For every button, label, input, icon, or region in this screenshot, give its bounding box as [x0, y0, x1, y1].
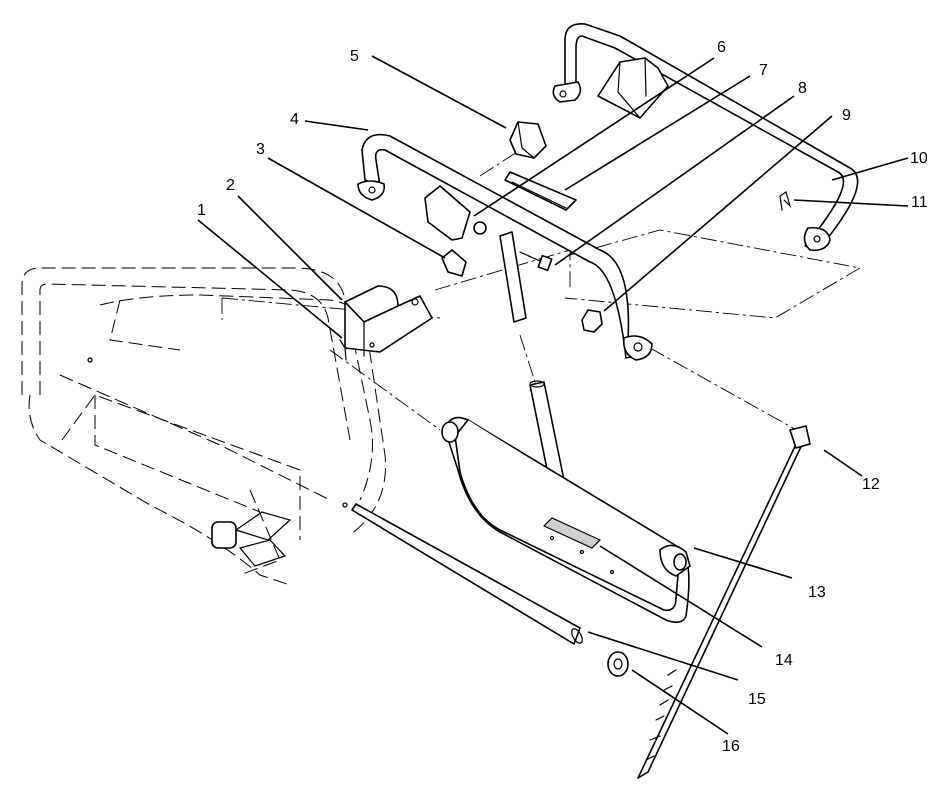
- callout-1: 1: [197, 202, 206, 219]
- callout-5: 5: [350, 48, 359, 65]
- part-11-hairpin: [779, 191, 792, 211]
- part-15-rod: [351, 503, 583, 645]
- nut-6: [473, 221, 487, 235]
- part-7-sleeve: [504, 171, 577, 211]
- part-8-bolt: [519, 251, 553, 272]
- callout-9: 9: [842, 107, 851, 124]
- part-13-frame: [441, 416, 691, 624]
- part-14-bar: [542, 517, 602, 549]
- upper-handle: [552, 23, 859, 252]
- part-6-plate: [424, 185, 471, 241]
- callout-2: 2: [226, 177, 235, 194]
- callout-16: 16: [722, 738, 740, 755]
- callout-7: 7: [759, 62, 768, 79]
- part-1-pin: [339, 339, 347, 361]
- callout-11: 11: [911, 194, 928, 211]
- leader-lines: [197, 55, 909, 735]
- callout-3: 3: [256, 141, 265, 158]
- phantom-mower-frame: [21, 267, 387, 586]
- part-9-nut: [581, 309, 603, 333]
- callout-6: 6: [717, 39, 726, 56]
- lower-handle: [357, 133, 653, 361]
- callout-8: 8: [798, 80, 807, 97]
- callout-14: 14: [775, 652, 793, 669]
- callout-15: 15: [748, 691, 766, 708]
- callout-10: 10: [910, 150, 928, 167]
- part-2-hinge-bracket: [344, 285, 433, 357]
- callout-12: 12: [862, 476, 880, 493]
- part-3-clip: [441, 249, 467, 277]
- callout-4: 4: [290, 111, 299, 128]
- callout-labels: 1 2 3 4 5 6 7 8 9 10 11 12 13 14 15 16: [197, 39, 928, 755]
- part-16-washer: [607, 651, 629, 677]
- part-5-bracket: [509, 121, 547, 159]
- callout-13: 13: [808, 584, 826, 601]
